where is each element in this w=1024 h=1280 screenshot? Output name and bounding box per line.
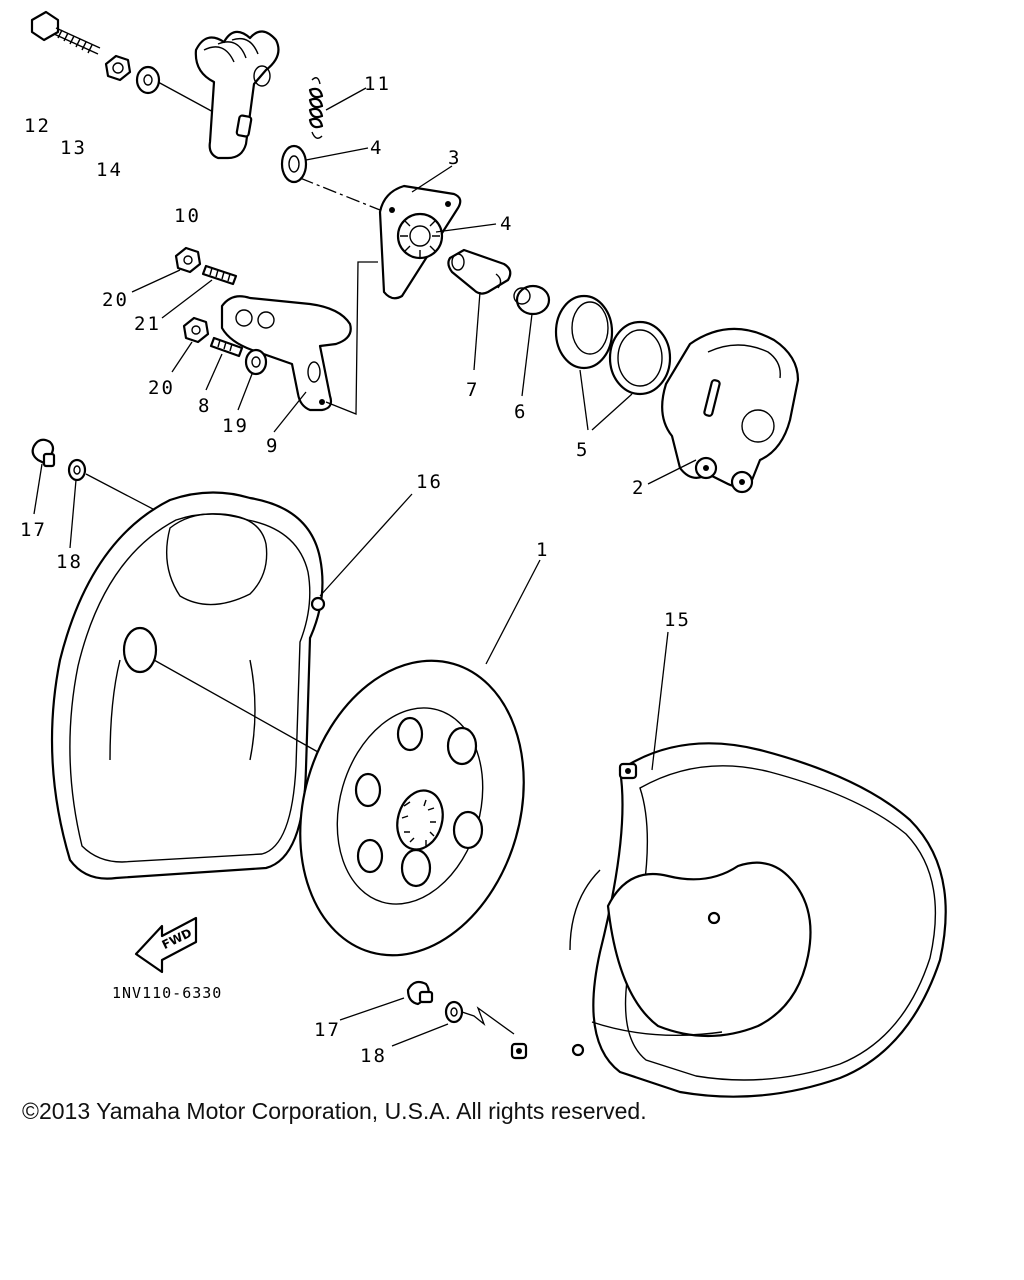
- callout-6: 6: [514, 401, 527, 423]
- callout-10: 10: [174, 205, 201, 227]
- cup-5a: [554, 294, 614, 370]
- callout-5: 5: [576, 439, 589, 461]
- callout-1: 1: [536, 539, 549, 561]
- bolt-17-upper: [31, 438, 56, 468]
- callout-16: 16: [416, 471, 443, 493]
- callout-4a: 4: [370, 137, 383, 159]
- lever-10: [194, 30, 280, 160]
- spring-11: [308, 77, 324, 139]
- cam-shaft-7: [447, 248, 512, 295]
- brake-disc-1: [299, 659, 525, 957]
- caliper-plate-3: [378, 184, 462, 300]
- copyright-notice: ©2013 Yamaha Motor Corporation, U.S.A. A…: [22, 1098, 647, 1124]
- stud-21: [201, 264, 238, 286]
- callout-20a: 20: [102, 289, 129, 311]
- callout-18b: 18: [360, 1045, 387, 1067]
- callout-21: 21: [134, 313, 161, 335]
- callout-17b: 17: [314, 1019, 341, 1041]
- callout-7: 7: [466, 379, 479, 401]
- washer-18-lower: [444, 1000, 464, 1024]
- callout-20b: 20: [148, 377, 175, 399]
- fwd-arrow: FWD: [134, 916, 198, 974]
- washer-14: [135, 65, 161, 95]
- stud-8: [209, 336, 244, 358]
- figure-code: 1NV110-6330: [112, 984, 222, 1002]
- seal-4-upper: [280, 144, 308, 184]
- nut-20-lower: [182, 316, 210, 344]
- callout-15: 15: [664, 609, 691, 631]
- washer-18-upper: [67, 458, 87, 482]
- callout-13: 13: [60, 137, 87, 159]
- backing-plate-15: [510, 742, 947, 1098]
- callout-19: 19: [222, 415, 249, 437]
- caliper-housing-2: [661, 327, 800, 494]
- callout-9: 9: [266, 435, 279, 457]
- callout-3: 3: [448, 147, 461, 169]
- callout-12: 12: [24, 115, 51, 137]
- cup-5b: [608, 320, 672, 396]
- callout-11: 11: [364, 73, 391, 95]
- callout-18a: 18: [56, 551, 83, 573]
- pad-6: [513, 284, 551, 316]
- nut-13: [104, 54, 132, 82]
- dust-cover-16: [50, 491, 326, 880]
- callout-8: 8: [198, 395, 211, 417]
- washer-19: [244, 348, 268, 376]
- nut-20-upper: [174, 246, 202, 274]
- callout-14: 14: [96, 159, 123, 181]
- callout-4b: 4: [500, 213, 513, 235]
- bracket-9: [220, 295, 352, 412]
- bolt-17-lower: [406, 980, 434, 1006]
- callout-2: 2: [632, 477, 645, 499]
- bolt-12: [30, 10, 101, 55]
- callout-17a: 17: [20, 519, 47, 541]
